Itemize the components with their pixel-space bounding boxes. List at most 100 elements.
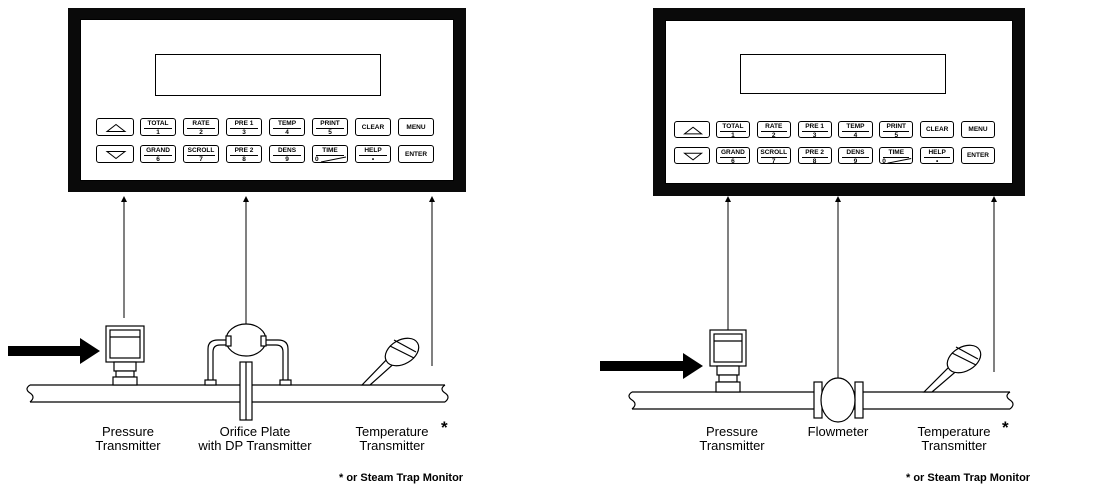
key-label-rate: RATE bbox=[192, 120, 210, 127]
key-divider bbox=[144, 128, 172, 129]
key-grand[interactable]: GRAND 6 bbox=[140, 145, 176, 163]
key-divider bbox=[230, 128, 258, 129]
key-number-pre-2: 8 bbox=[242, 156, 246, 163]
key-divider bbox=[883, 156, 910, 158]
time-slope-icon bbox=[320, 156, 347, 163]
key-label-total: TOTAL bbox=[722, 123, 744, 130]
key-divider bbox=[187, 155, 215, 156]
key-number-total: 1 bbox=[156, 129, 160, 136]
key-number-print: 5 bbox=[328, 129, 332, 136]
key-pre-1[interactable]: PRE 1 3 bbox=[797, 121, 832, 139]
key-divider bbox=[924, 156, 951, 158]
down-arrow-key[interactable] bbox=[674, 146, 711, 164]
key-label-grand: GRAND bbox=[146, 147, 170, 154]
key-number-pre-2: 8 bbox=[812, 157, 817, 165]
left-footnote: * or Steam Trap Monitor bbox=[339, 472, 464, 484]
key-total[interactable]: TOTAL 1 bbox=[140, 118, 176, 136]
key-label-temp: TEMP bbox=[277, 120, 297, 127]
enter-key[interactable]: ENTER bbox=[960, 146, 996, 164]
key-number-temp: 4 bbox=[853, 132, 858, 139]
key-divider bbox=[187, 128, 215, 129]
key-divider bbox=[144, 155, 172, 156]
up-triangle-icon bbox=[683, 126, 704, 135]
right-label-pressure: Pressure Transmitter bbox=[699, 424, 765, 453]
key-print[interactable]: PRINT 5 bbox=[312, 118, 348, 136]
left-lcd-display bbox=[155, 54, 381, 96]
key-label-dens: DENS bbox=[277, 147, 297, 154]
key-label-time: TIME bbox=[322, 147, 338, 154]
menu-key[interactable]: MENU bbox=[398, 118, 434, 136]
left-label-temperature: Temperature Transmitter bbox=[355, 424, 429, 453]
key-number-help: • bbox=[936, 157, 939, 165]
key-help[interactable]: HELP• bbox=[920, 146, 955, 165]
key-number-grand: 6 bbox=[156, 156, 160, 163]
key-help[interactable]: HELP• bbox=[355, 145, 391, 163]
key-label-dens: DENS bbox=[846, 148, 865, 156]
key-label-grand: GRAND bbox=[720, 148, 745, 156]
left-orifice-dp-transmitter bbox=[204, 323, 292, 421]
right-lcd-display bbox=[740, 54, 946, 94]
right-label-temperature: Temperature Transmitter bbox=[917, 424, 991, 453]
right-footnote: * or Steam Trap Monitor bbox=[906, 472, 1031, 484]
key-number-time: 0 bbox=[315, 156, 319, 163]
key-divider bbox=[883, 131, 910, 132]
key-label-temp: TEMP bbox=[846, 123, 865, 130]
down-triangle-icon bbox=[683, 152, 704, 161]
key-label-print: PRINT bbox=[320, 120, 340, 127]
key-divider bbox=[801, 131, 828, 132]
key-label-total: TOTAL bbox=[147, 120, 169, 127]
up-arrow-key[interactable] bbox=[96, 118, 134, 136]
key-divider bbox=[719, 131, 746, 132]
up-arrow-key[interactable] bbox=[674, 121, 711, 139]
key-number-scroll: 7 bbox=[771, 157, 776, 165]
clear-key[interactable]: CLEAR bbox=[920, 121, 955, 139]
time-slope-icon bbox=[887, 157, 912, 164]
down-arrow-key[interactable] bbox=[96, 145, 134, 163]
right-signal-lines bbox=[725, 196, 997, 385]
menu-key[interactable]: MENU bbox=[960, 121, 996, 139]
key-divider bbox=[273, 155, 301, 156]
key-divider bbox=[316, 128, 344, 129]
key-label-scroll: SCROLL bbox=[760, 148, 788, 156]
key-label-pre-1: PRE 1 bbox=[805, 123, 824, 130]
key-divider bbox=[842, 156, 869, 158]
right-flow-arrow bbox=[600, 353, 703, 379]
key-number-rate: 2 bbox=[771, 132, 776, 139]
key-label-pre-1: PRE 1 bbox=[234, 120, 254, 127]
left-label-asterisk: * bbox=[441, 418, 448, 437]
left-flow-arrow bbox=[8, 338, 100, 364]
down-triangle-icon bbox=[105, 151, 127, 160]
key-divider bbox=[760, 131, 787, 132]
key-number-pre-1: 3 bbox=[812, 132, 817, 139]
key-number-grand: 6 bbox=[731, 157, 735, 165]
clear-key[interactable]: CLEAR bbox=[355, 118, 391, 136]
key-divider bbox=[842, 131, 869, 132]
key-number-time: 0 bbox=[882, 157, 886, 165]
left-temperature-transmitter bbox=[360, 337, 420, 386]
enter-key[interactable]: ENTER bbox=[398, 145, 434, 163]
key-divider bbox=[801, 156, 828, 158]
key-number-dens: 9 bbox=[853, 157, 858, 165]
key-temp[interactable]: TEMP 4 bbox=[838, 121, 873, 139]
key-divider bbox=[316, 155, 344, 156]
right-label-flowmeter: Flowmeter bbox=[807, 424, 869, 439]
key-label-print: PRINT bbox=[886, 123, 907, 130]
